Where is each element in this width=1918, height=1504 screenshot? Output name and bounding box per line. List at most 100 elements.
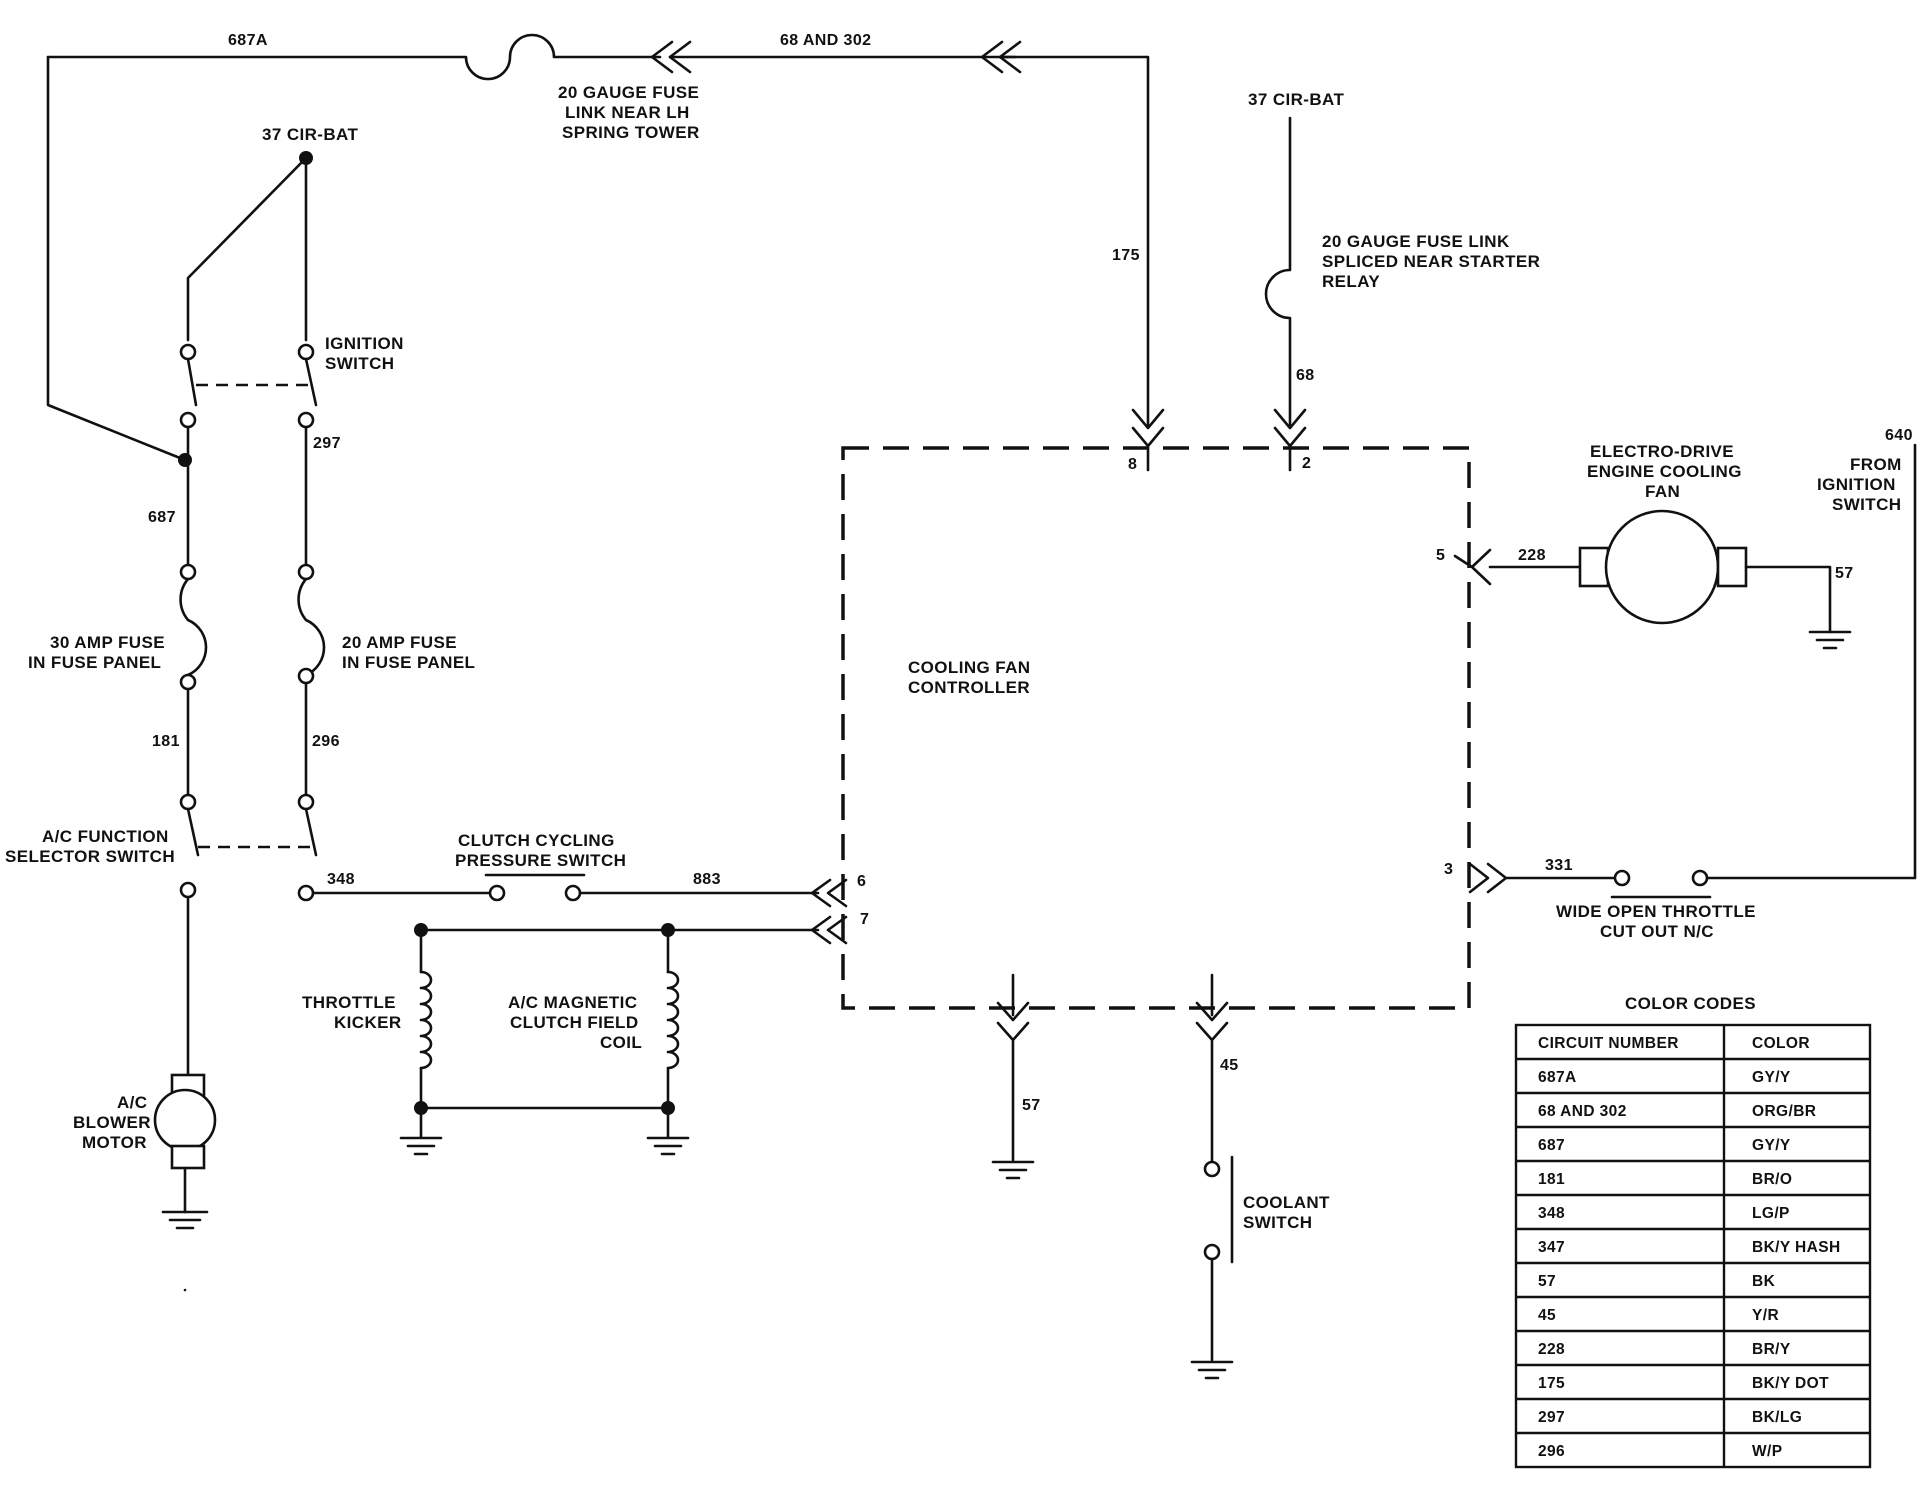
engine-cooling-fan xyxy=(1578,509,1748,625)
coolant-switch-label: COOLANT SWITCH xyxy=(1243,1193,1330,1232)
table-cell-circuit: 181 xyxy=(1538,1171,1565,1188)
ignition-switch xyxy=(179,343,318,429)
pin-5-label: 5 xyxy=(1436,547,1445,564)
wire-68-302-label: 68 AND 302 xyxy=(780,32,871,49)
svg-text:RELAY: RELAY xyxy=(1322,272,1380,291)
table-cell-circuit: 68 AND 302 xyxy=(1538,1103,1627,1120)
svg-text:SWITCH: SWITCH xyxy=(1243,1213,1312,1232)
table-cell-color: ORG/BR xyxy=(1752,1103,1816,1120)
svg-text:KICKER: KICKER xyxy=(334,1013,402,1032)
svg-text:CLUTCH CYCLING: CLUTCH CYCLING xyxy=(458,831,615,850)
svg-text:SWITCH: SWITCH xyxy=(1832,495,1901,514)
wire-181-label: 181 xyxy=(152,733,180,750)
wire-883-label: 883 xyxy=(693,871,721,888)
table-cell-circuit: 45 xyxy=(1538,1307,1556,1324)
connector-wire-45 xyxy=(1195,973,1229,1164)
connector-pin-6 xyxy=(810,878,848,908)
pin-8-label: 8 xyxy=(1128,456,1137,473)
svg-text:THROTTLE: THROTTLE xyxy=(302,993,396,1012)
table-cell-color: BK/Y HASH xyxy=(1752,1239,1841,1256)
table-cell-circuit: 175 xyxy=(1538,1375,1565,1392)
table-cell-circuit: 348 xyxy=(1538,1205,1565,1222)
table-cell-color: LG/P xyxy=(1752,1205,1790,1222)
fuse-30-amp xyxy=(179,563,208,691)
wire-640 xyxy=(1705,443,1917,880)
svg-text:SPLICED NEAR STARTER: SPLICED NEAR STARTER xyxy=(1322,252,1540,271)
svg-text:SWITCH: SWITCH xyxy=(325,354,394,373)
table-cell-color: Y/R xyxy=(1752,1307,1779,1324)
connector-pin-5 xyxy=(1453,548,1582,586)
table-cell-color: GY/Y xyxy=(1752,1069,1791,1086)
throttle-kicker-label: THROTTLE KICKER xyxy=(302,993,402,1032)
node-687 xyxy=(178,453,192,467)
cir-bat-left-label: 37 CIR-BAT xyxy=(262,125,358,144)
cooling-fan-controller xyxy=(841,446,1471,1010)
table-cell-circuit: 687A xyxy=(1538,1069,1577,1086)
svg-text:IN FUSE PANEL: IN FUSE PANEL xyxy=(342,653,475,672)
wire-45-label: 45 xyxy=(1220,1057,1239,1074)
from-ignition-label: FROM IGNITION SWITCH xyxy=(1817,455,1902,514)
wire-640-label: 640 xyxy=(1885,427,1913,444)
ac-function-selector-switch xyxy=(179,793,318,902)
ac-clutch-coil xyxy=(666,928,680,1110)
table-cell-circuit: 296 xyxy=(1538,1443,1565,1460)
svg-text:LINK NEAR LH: LINK NEAR LH xyxy=(565,103,690,122)
table-cell-circuit: 347 xyxy=(1538,1239,1565,1256)
wot-label: WIDE OPEN THROTTLE CUT OUT N/C xyxy=(1556,902,1756,941)
blower-motor-label: A/C BLOWER MOTOR xyxy=(73,1093,151,1152)
wire-687-label: 687 xyxy=(148,509,176,526)
svg-text:MOTOR: MOTOR xyxy=(82,1133,147,1152)
color-codes-title: COLOR CODES xyxy=(1625,994,1756,1013)
controller-label: COOLING FAN CONTROLLER xyxy=(908,658,1030,697)
connector-pin-2 xyxy=(1273,408,1307,472)
wire-57-ground-label: 57 xyxy=(1022,1097,1041,1114)
fan-label: ELECTRO-DRIVE ENGINE COOLING FAN xyxy=(1587,442,1742,501)
coolant-switch xyxy=(1190,1155,1234,1380)
wire-57-fan-label: 57 xyxy=(1835,565,1854,582)
table-header-circuit: CIRCUIT NUMBER xyxy=(1538,1035,1679,1052)
table-cell-color: BK xyxy=(1752,1273,1776,1290)
wire-687a-drop xyxy=(46,55,187,462)
table-cell-color: BR/O xyxy=(1752,1171,1792,1188)
wire-57-fan xyxy=(1744,565,1832,634)
svg-text:A/C FUNCTION: A/C FUNCTION xyxy=(42,827,169,846)
wire-228-label: 228 xyxy=(1518,547,1546,564)
table-cell-circuit: 228 xyxy=(1538,1341,1565,1358)
svg-text:20 GAUGE FUSE LINK: 20 GAUGE FUSE LINK xyxy=(1322,232,1510,251)
svg-text:IGNITION: IGNITION xyxy=(325,334,404,353)
ground-fan xyxy=(1808,630,1852,650)
table-cell-color: BK/LG xyxy=(1752,1409,1802,1426)
table-cell-color: GY/Y xyxy=(1752,1137,1791,1154)
svg-text:WIDE OPEN THROTTLE: WIDE OPEN THROTTLE xyxy=(1556,902,1756,921)
svg-text:PRESSURE SWITCH: PRESSURE SWITCH xyxy=(455,851,626,870)
wire-296-label: 296 xyxy=(312,733,340,750)
ac-blower-motor xyxy=(153,1073,217,1230)
svg-text:BLOWER: BLOWER xyxy=(73,1113,151,1132)
pin-7-label: 7 xyxy=(860,911,869,928)
table-cell-color: W/P xyxy=(1752,1443,1782,1460)
wire-348-label: 348 xyxy=(327,871,355,888)
table-cell-circuit: 297 xyxy=(1538,1409,1565,1426)
svg-text:COOLANT: COOLANT xyxy=(1243,1193,1330,1212)
fuse-20-label: 20 AMP FUSE IN FUSE PANEL xyxy=(342,633,475,672)
battery-branches xyxy=(186,156,308,342)
wide-open-throttle-switch xyxy=(1610,869,1712,899)
fuse-link-right xyxy=(1264,116,1292,427)
clutch-cycling-pressure-switch xyxy=(484,873,586,902)
svg-text:30 AMP FUSE: 30 AMP FUSE xyxy=(50,633,165,652)
svg-text:FROM: FROM xyxy=(1850,455,1902,474)
connector-pin-3 xyxy=(1468,862,1617,894)
svg-text:CLUTCH FIELD: CLUTCH FIELD xyxy=(510,1013,639,1032)
fuse-30-label: 30 AMP FUSE IN FUSE PANEL xyxy=(28,633,165,672)
table-header-color: COLOR xyxy=(1752,1035,1810,1052)
wire-331-label: 331 xyxy=(1545,857,1573,874)
svg-text:A/C MAGNETIC: A/C MAGNETIC xyxy=(508,993,637,1012)
svg-text:CUT OUT N/C: CUT OUT N/C xyxy=(1600,922,1714,941)
svg-text:SPRING TOWER: SPRING TOWER xyxy=(562,123,700,142)
color-codes-table: COLOR CODES CIRCUIT NUMBER COLOR 687A GY… xyxy=(1514,994,1872,1469)
fuse-link-right-label: 20 GAUGE FUSE LINK SPLICED NEAR STARTER … xyxy=(1322,232,1540,291)
ground-57 xyxy=(991,1160,1035,1180)
svg-text:ENGINE COOLING: ENGINE COOLING xyxy=(1587,462,1742,481)
svg-text:A/C: A/C xyxy=(117,1093,147,1112)
